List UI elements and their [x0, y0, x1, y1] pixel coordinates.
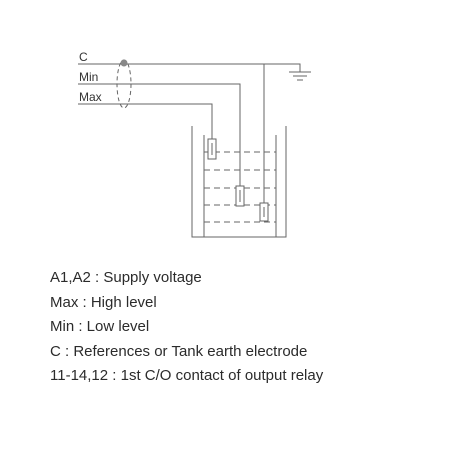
- legend-item-max: Max : High level: [50, 293, 157, 311]
- legend-item-min: Min : Low level: [50, 318, 150, 335]
- wire-label-c: C: [79, 50, 88, 64]
- legend-item-relay: 11-14,12 : 1st C/O contact of output rel…: [50, 367, 324, 384]
- legend-item-supply: A1,A2 : Supply voltage: [50, 269, 202, 286]
- wire-label-min: Min: [79, 70, 98, 84]
- wire-c: [78, 63, 265, 203]
- tank: [191, 126, 287, 238]
- max-electrode: [207, 138, 217, 160]
- wire-label-max: Max: [79, 90, 102, 104]
- reference-electrode: [259, 202, 269, 222]
- wire-min: [78, 83, 241, 186]
- junction-dot: [120, 59, 128, 67]
- legend-item-c: C : References or Tank earth electrode: [50, 342, 308, 360]
- legend-list: A1,A2 : Supply voltage Max : High level …: [50, 266, 323, 389]
- level-control-diagram: C Min Max: [78, 50, 311, 238]
- wire-max: [78, 103, 213, 139]
- earth-ground-icon: [264, 63, 311, 81]
- min-electrode: [235, 185, 245, 207]
